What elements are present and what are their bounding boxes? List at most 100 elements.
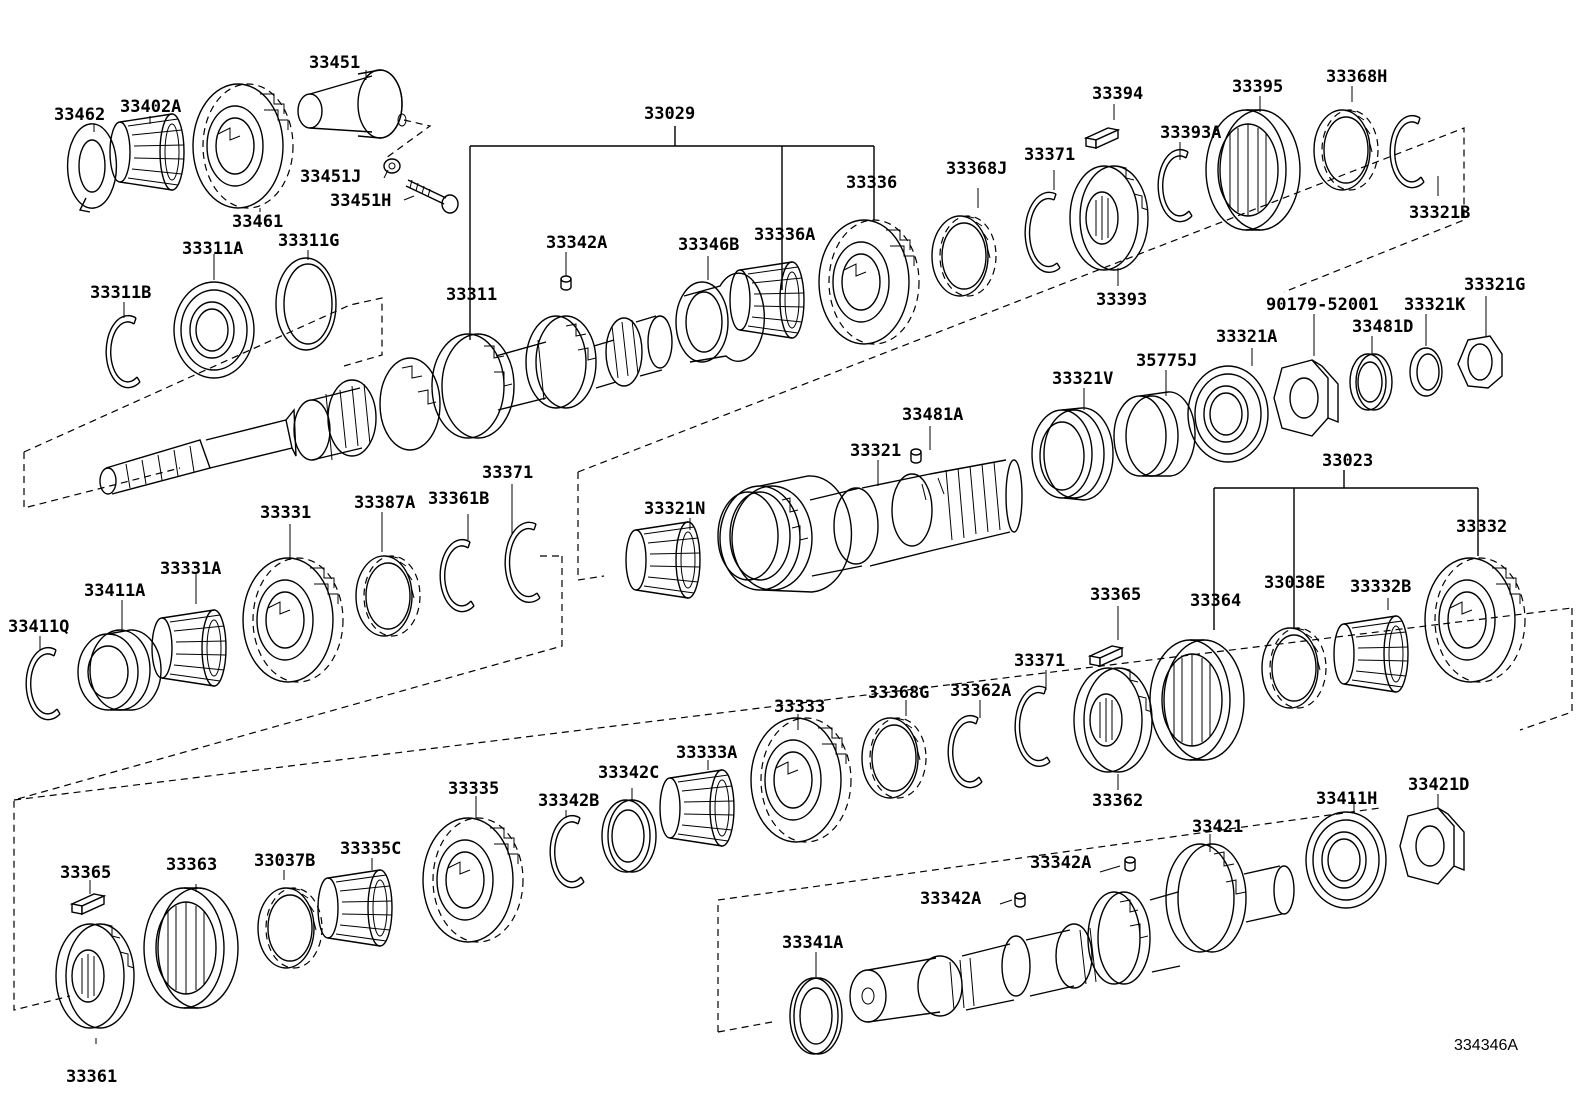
synchronizer-hub-33362 — [1073, 667, 1153, 773]
label-33411Q: 33411Q — [8, 617, 69, 637]
leader-lines — [39, 70, 1487, 1044]
label-33311A: 33311A — [182, 239, 243, 259]
nut-33321G — [1457, 335, 1503, 389]
bearing-33411H — [1305, 811, 1387, 909]
output-shaft-33321 — [577, 127, 1465, 593]
label-33331: 33331 — [260, 503, 311, 523]
thrust-washer-33462 — [66, 123, 118, 213]
gear-33336 — [818, 219, 920, 345]
label-33336A: 33336A — [754, 225, 815, 245]
bolt-33451H — [405, 179, 459, 214]
label-33342A-mid: 33342A — [1030, 853, 1091, 873]
label-35775J: 35775J — [1136, 351, 1197, 371]
label-33311G: 33311G — [278, 231, 339, 251]
label-33402A: 33402A — [120, 97, 181, 117]
label-33333: 33333 — [774, 697, 825, 717]
label-33365-upper: 33365 — [1090, 585, 1141, 605]
label-33393A: 33393A — [1160, 123, 1221, 143]
snap-ring-33361B — [439, 538, 475, 613]
gear-33333 — [750, 717, 852, 843]
label-33361B: 33361B — [428, 489, 489, 509]
needle-bearing-33321N — [625, 521, 701, 599]
needle-bearing-33333A — [659, 769, 735, 847]
spacer-ring-33311G — [275, 257, 337, 351]
label-33411H: 33411H — [1316, 789, 1377, 809]
synchronizer-hub-33361 — [55, 923, 135, 1029]
snap-ring-33311B — [105, 314, 141, 389]
label-33342B: 33342B — [538, 791, 599, 811]
label-33336: 33336 — [846, 173, 897, 193]
snap-ring-33411Q — [25, 646, 61, 721]
label-33393: 33393 — [1096, 290, 1147, 310]
lock-nut-90179-52001 — [1273, 359, 1339, 437]
label-33411A: 33411A — [84, 581, 145, 601]
assembly-bracket-33023 — [1213, 470, 1479, 630]
input-shaft-33311 — [23, 297, 673, 509]
snap-ring-33371-low — [1014, 685, 1051, 768]
label-33321B: 33321B — [1409, 203, 1470, 223]
label-33371-mid: 33371 — [482, 463, 533, 483]
sleeve-shaft-33451 — [297, 69, 432, 159]
counter-shaft-33421 — [717, 807, 1381, 1033]
bearing-33321A — [1187, 365, 1269, 463]
washer-33481D — [1349, 353, 1393, 411]
snap-ring-33371-top — [1024, 191, 1061, 274]
label-33332: 33332 — [1456, 517, 1507, 537]
nut-33421D — [1399, 807, 1465, 885]
label-33365-lower: 33365 — [60, 863, 111, 883]
washer-33341A — [789, 977, 843, 1055]
pin-33342A-input — [560, 275, 572, 291]
snap-ring-33371-mid — [504, 521, 541, 604]
label-33368G: 33368G — [868, 683, 929, 703]
synchronizer-sleeve-33363 — [143, 887, 239, 1009]
label-33321V: 33321V — [1052, 369, 1113, 389]
label-33029: 33029 — [644, 104, 695, 124]
label-33387A: 33387A — [354, 493, 415, 513]
pin-33481A — [910, 448, 922, 464]
label-33451J: 33451J — [300, 167, 361, 187]
label-33462: 33462 — [54, 105, 105, 125]
label-33368J: 33368J — [946, 159, 1007, 179]
label-33481A: 33481A — [902, 405, 963, 425]
label-33341A: 33341A — [782, 933, 843, 953]
key-33394 — [1085, 127, 1119, 149]
label-33421D: 33421D — [1408, 775, 1469, 795]
gear-33332 — [1424, 557, 1526, 683]
label-33451H: 33451H — [330, 191, 391, 211]
label-33364: 33364 — [1190, 591, 1241, 611]
snap-ring-33362A — [947, 714, 983, 789]
label-33371-low: 33371 — [1014, 651, 1065, 671]
synchronizer-ring-33368H — [1313, 109, 1379, 191]
label-33363: 33363 — [166, 855, 217, 875]
label-33321A: 33321A — [1216, 327, 1277, 347]
needle-bearing-33402A — [109, 113, 185, 191]
snap-ring-33393A — [1157, 148, 1193, 223]
label-33395: 33395 — [1232, 77, 1283, 97]
part-number-labels: 33451 33462 33402A 33451J 33451H 33461 3… — [8, 53, 1525, 1087]
label-33451: 33451 — [309, 53, 360, 73]
label-33023: 33023 — [1322, 451, 1373, 471]
label-33371-top: 33371 — [1024, 145, 1075, 165]
label-33331A: 33331A — [160, 559, 221, 579]
label-33342C: 33342C — [598, 763, 659, 783]
label-33461: 33461 — [232, 212, 283, 232]
label-33362A: 33362A — [950, 681, 1011, 701]
label-33362: 33362 — [1092, 791, 1143, 811]
label-33342A-low: 33342A — [920, 889, 981, 909]
spacer-35775J — [1113, 391, 1196, 477]
needle-bearing-33331A — [151, 609, 227, 687]
key-33365-upper — [1089, 645, 1123, 667]
pin-33342A-lower-right — [1124, 856, 1136, 872]
diagram-reference-code: 334346A — [1454, 1037, 1518, 1054]
key-33365-lower — [71, 893, 105, 915]
synchronizer-hub-33393 — [1069, 165, 1149, 271]
label-33332B: 33332B — [1350, 577, 1411, 597]
bearing-race-33321V — [1031, 407, 1114, 501]
label-33481D: 33481D — [1352, 317, 1413, 337]
label-33037B: 33037B — [254, 851, 315, 871]
label-33335C: 33335C — [340, 839, 401, 859]
label-33361: 33361 — [66, 1067, 117, 1087]
label-90179-52001: 90179-52001 — [1266, 295, 1379, 315]
label-33321G: 33321G — [1464, 275, 1525, 295]
